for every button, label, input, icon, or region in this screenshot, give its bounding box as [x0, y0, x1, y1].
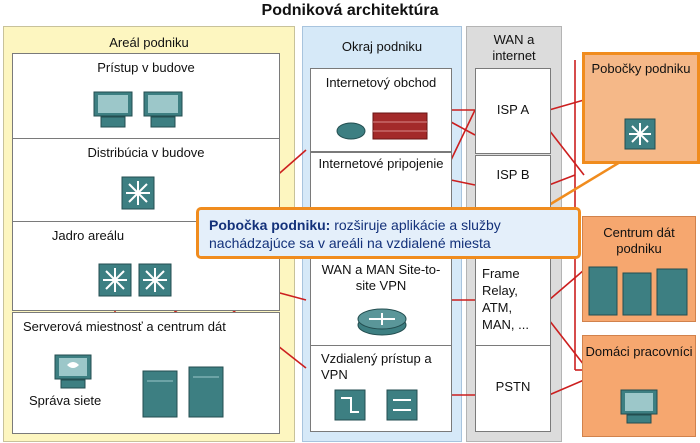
teleworker-box: Domáci pracovníci — [582, 335, 696, 437]
isp-a-label: ISP A — [496, 102, 530, 117]
edge-heading: Okraj podniku — [341, 39, 423, 54]
server-icon — [588, 266, 688, 316]
callout-text: rozširuje aplikácie a služby nachádzajúc… — [209, 217, 501, 251]
server-icon — [142, 366, 224, 418]
wan-heading: WAN a internet — [492, 32, 536, 63]
isp-b-box: ISP B — [475, 155, 551, 215]
server-room-box: Serverová miestnosť a centrum dát Správa… — [12, 312, 280, 434]
pstn-box: PSTN — [475, 345, 551, 432]
internet-connectivity-box: Internetové pripojenie — [310, 152, 452, 212]
frame-relay-box: Frame Relay, ATM, MAN, ... — [475, 258, 551, 346]
router-icon — [357, 308, 407, 336]
building-distribution-label: Distribúcia v budove — [87, 145, 205, 160]
pstn-label: PSTN — [495, 379, 531, 394]
workstation-icon — [620, 389, 658, 424]
vpn-concentrator-icon — [334, 389, 418, 421]
remote-access-box: Vzdialený prístup a VPN — [310, 345, 452, 432]
isp-a-box: ISP A — [475, 68, 551, 154]
wan-vpn-label: WAN a MAN Site-to-site VPN — [321, 262, 441, 293]
multilayer-switch-icon — [121, 176, 155, 210]
building-access-box: Prístup v budove — [12, 53, 280, 139]
enterprise-branch-box: Pobočky podniku — [582, 52, 700, 164]
diagram-title: Podniková architektúra — [261, 2, 439, 19]
isp-b-label: ISP B — [496, 167, 530, 182]
enterprise-branch-label: Pobočky podniku — [591, 61, 691, 76]
server-room-label: Serverová miestnosť a centrum dát — [23, 319, 226, 334]
remote-access-label: Vzdialený prístup a VPN — [321, 351, 432, 382]
enterprise-datacenter-box: Centrum dát podniku — [582, 216, 696, 322]
campus-core-label: Jadro areálu — [51, 228, 125, 243]
callout-title: Pobočka podniku: — [209, 217, 331, 233]
workstation-icon — [93, 91, 183, 128]
wan-vpn-box: WAN a MAN Site-to-site VPN — [310, 258, 452, 346]
enterprise-datacenter-label: Centrum dát podniku — [603, 225, 675, 256]
multilayer-switch-icon — [624, 118, 656, 150]
firewall-icon — [336, 112, 428, 140]
ecommerce-label: Internetový obchod — [325, 75, 437, 90]
ecommerce-box: Internetový obchod — [310, 68, 452, 152]
teleworker-label: Domáci pracovníci — [585, 344, 693, 359]
campus-heading: Areál podniku — [109, 35, 189, 50]
internet-connectivity-label: Internetové pripojenie — [318, 156, 444, 171]
multilayer-switch-icon — [98, 263, 172, 297]
building-access-label: Prístup v budove — [97, 60, 195, 75]
frame-relay-label: Frame Relay, ATM, MAN, ... — [482, 266, 529, 332]
branch-callout: Pobočka podniku: rozširuje aplikácie a s… — [196, 207, 581, 259]
workstation-icon — [54, 354, 92, 389]
network-management-label: Správa siete — [29, 393, 102, 408]
